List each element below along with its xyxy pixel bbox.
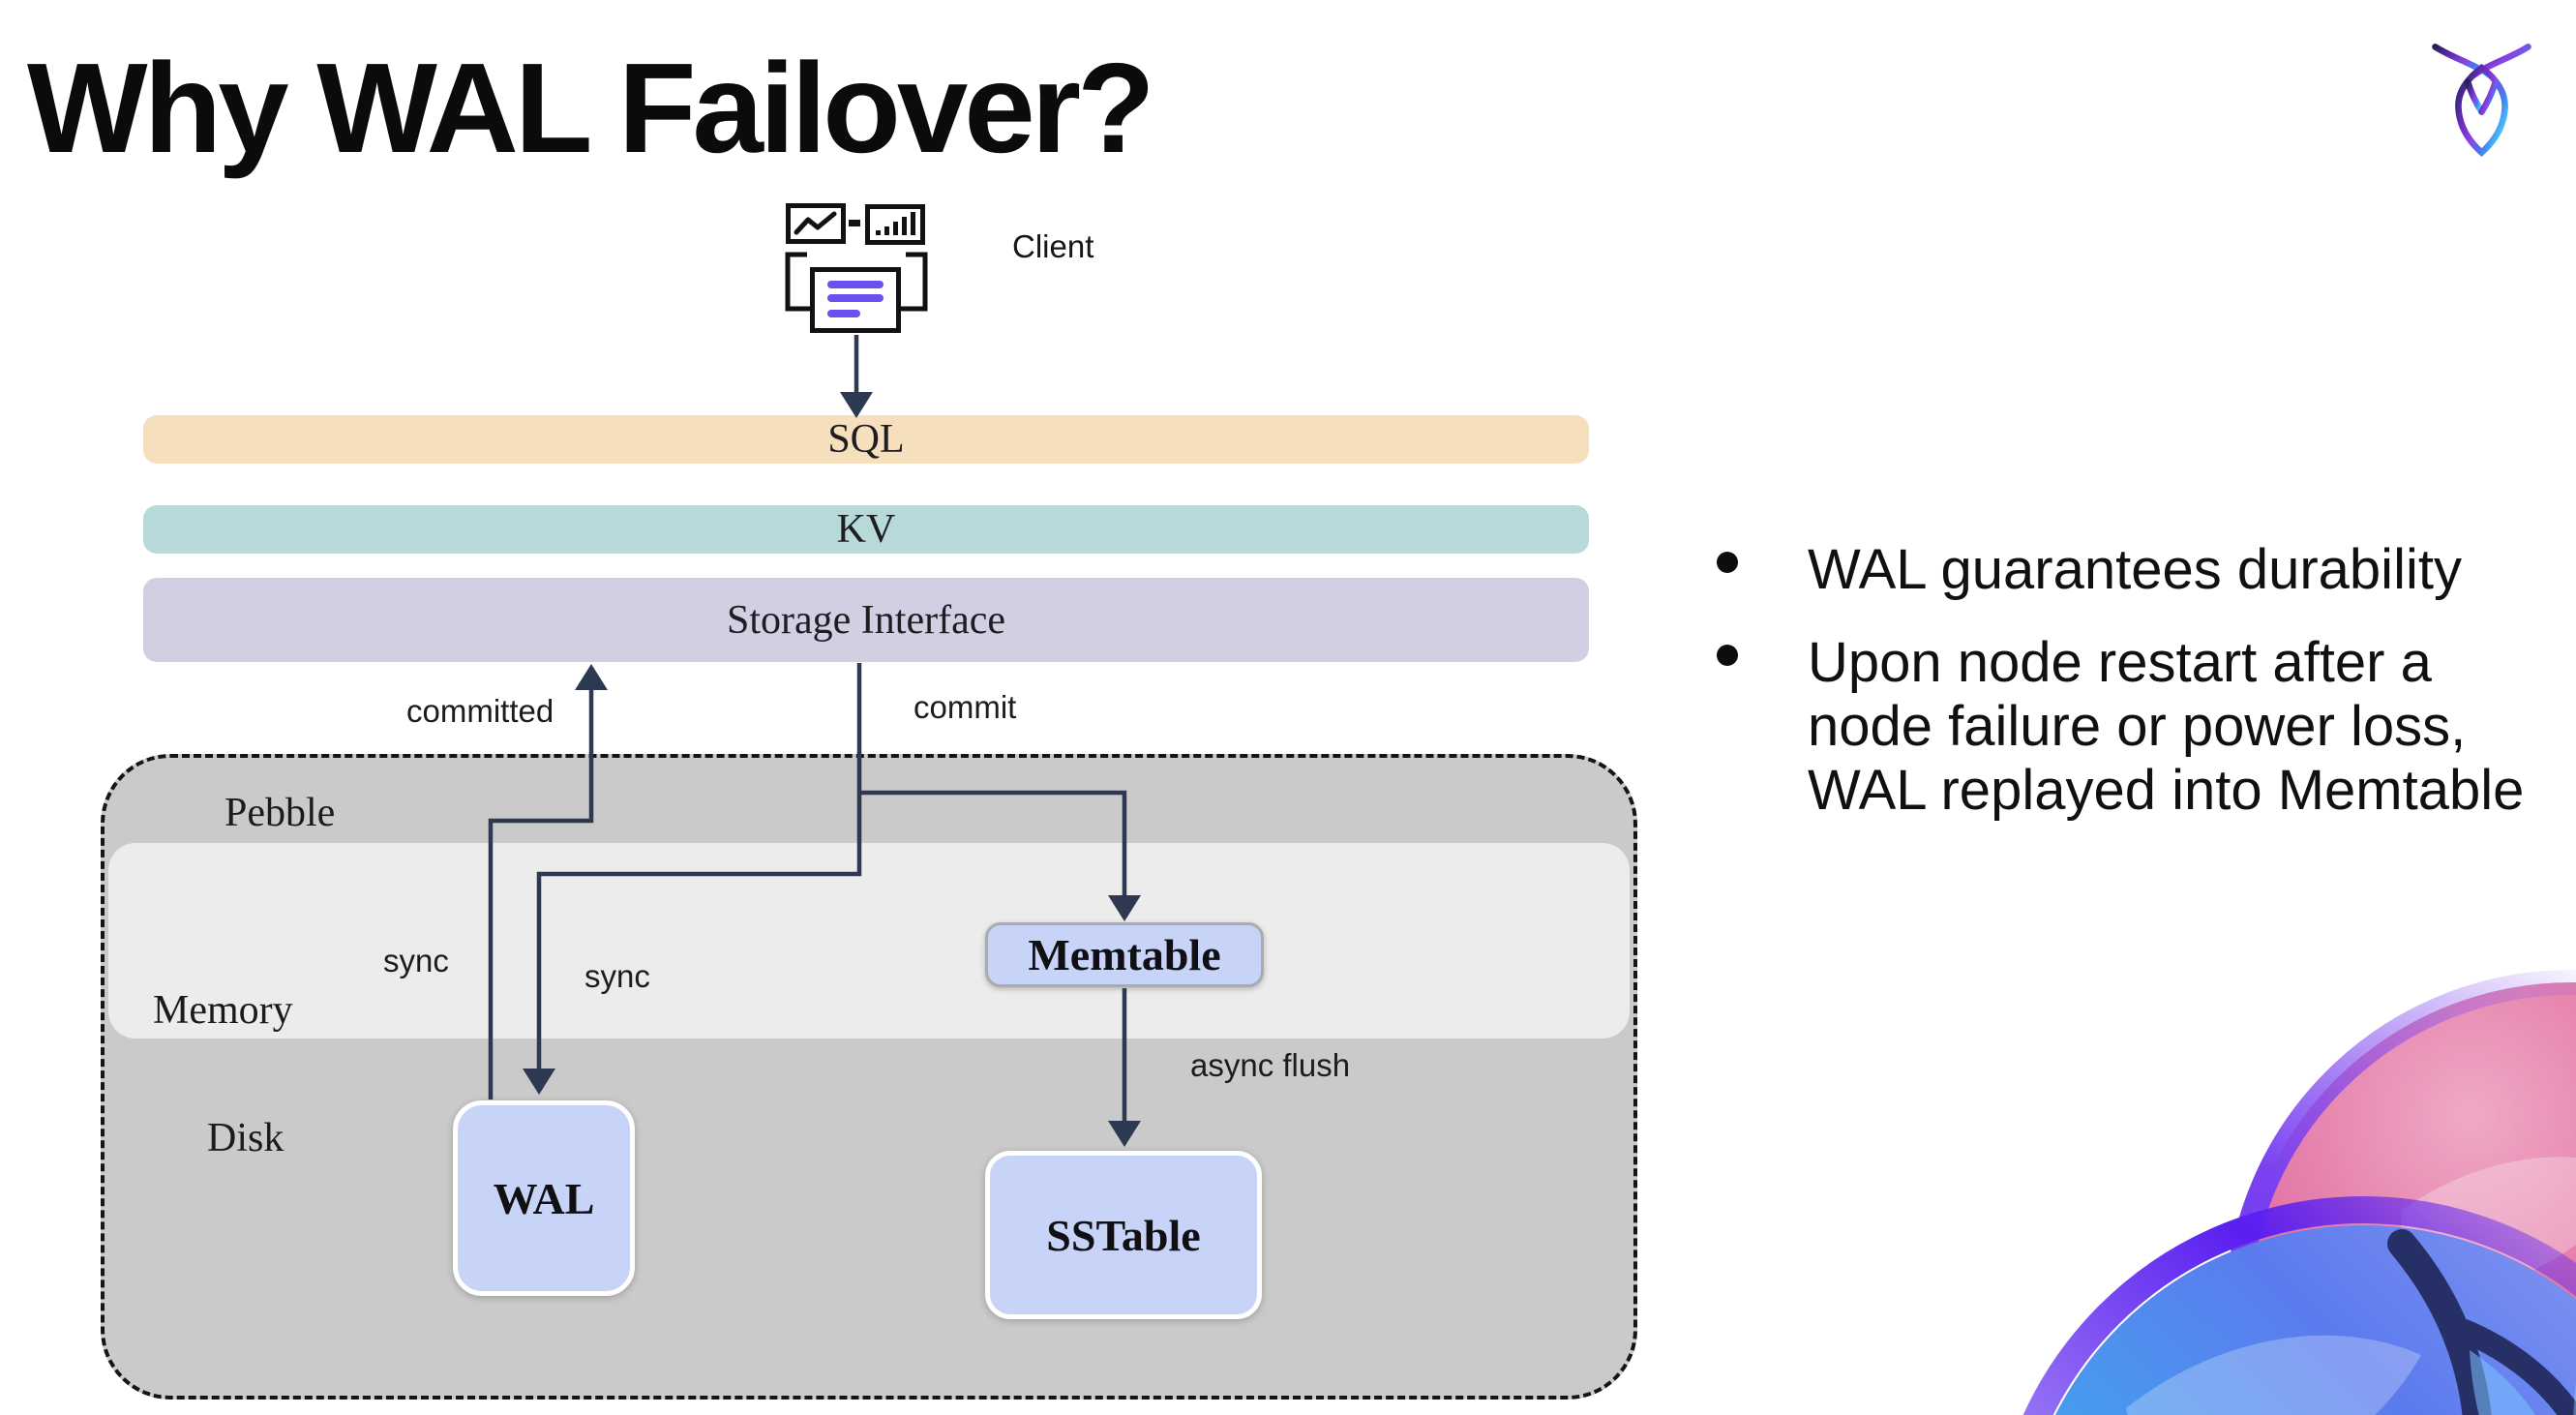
memory-label: Memory xyxy=(153,988,293,1033)
edge-label-sync-left: sync xyxy=(383,943,449,978)
edge-label-commit: commit xyxy=(914,689,1017,725)
layer-bar-sql: SQL xyxy=(143,415,1589,464)
layer-bar-kv: KV xyxy=(143,505,1589,554)
layer-bar-storage-interface: Storage Interface xyxy=(143,578,1589,662)
memory-band xyxy=(108,843,1630,1039)
layer-label-kv: KV xyxy=(836,507,896,552)
bullet-item: WAL guarantees durability xyxy=(1711,538,2543,602)
bar-chart-icon xyxy=(865,204,925,245)
client-label: Client xyxy=(1012,228,1094,264)
node-wal: WAL xyxy=(453,1100,635,1296)
document-icon xyxy=(810,267,901,333)
monitor-bracket-icon xyxy=(785,252,928,312)
disk-label: Disk xyxy=(207,1116,285,1160)
edge-label-sync-right: sync xyxy=(584,958,650,994)
bullet-dot xyxy=(1717,645,1738,666)
node-sstable: SSTable xyxy=(985,1151,1262,1319)
layer-label-storage-interface: Storage Interface xyxy=(727,597,1005,643)
bullet-text: Upon node restart after a node failure o… xyxy=(1808,631,2525,822)
page-title: Why WAL Failover? xyxy=(27,37,1155,179)
node-memtable: Memtable xyxy=(985,922,1264,987)
node-label-memtable: Memtable xyxy=(1028,930,1221,979)
pebble-label: Pebble xyxy=(225,791,336,835)
brand-decoration xyxy=(1899,919,2576,1415)
cockroachdb-logo-icon xyxy=(2432,44,2531,158)
bullet-dot xyxy=(1717,552,1738,573)
bullet-item: Upon node restart after a node failure o… xyxy=(1711,631,2543,823)
node-label-wal: WAL xyxy=(493,1173,595,1223)
line-chart-icon xyxy=(786,203,846,244)
layer-label-sql: SQL xyxy=(827,417,905,462)
bullet-text: WAL guarantees durability xyxy=(1808,538,2462,601)
edge-label-async-flush: async flush xyxy=(1190,1047,1351,1083)
node-label-sstable: SSTable xyxy=(1046,1210,1201,1260)
edge-label-committed: committed xyxy=(406,693,554,729)
icon-connector-dash xyxy=(849,220,860,226)
